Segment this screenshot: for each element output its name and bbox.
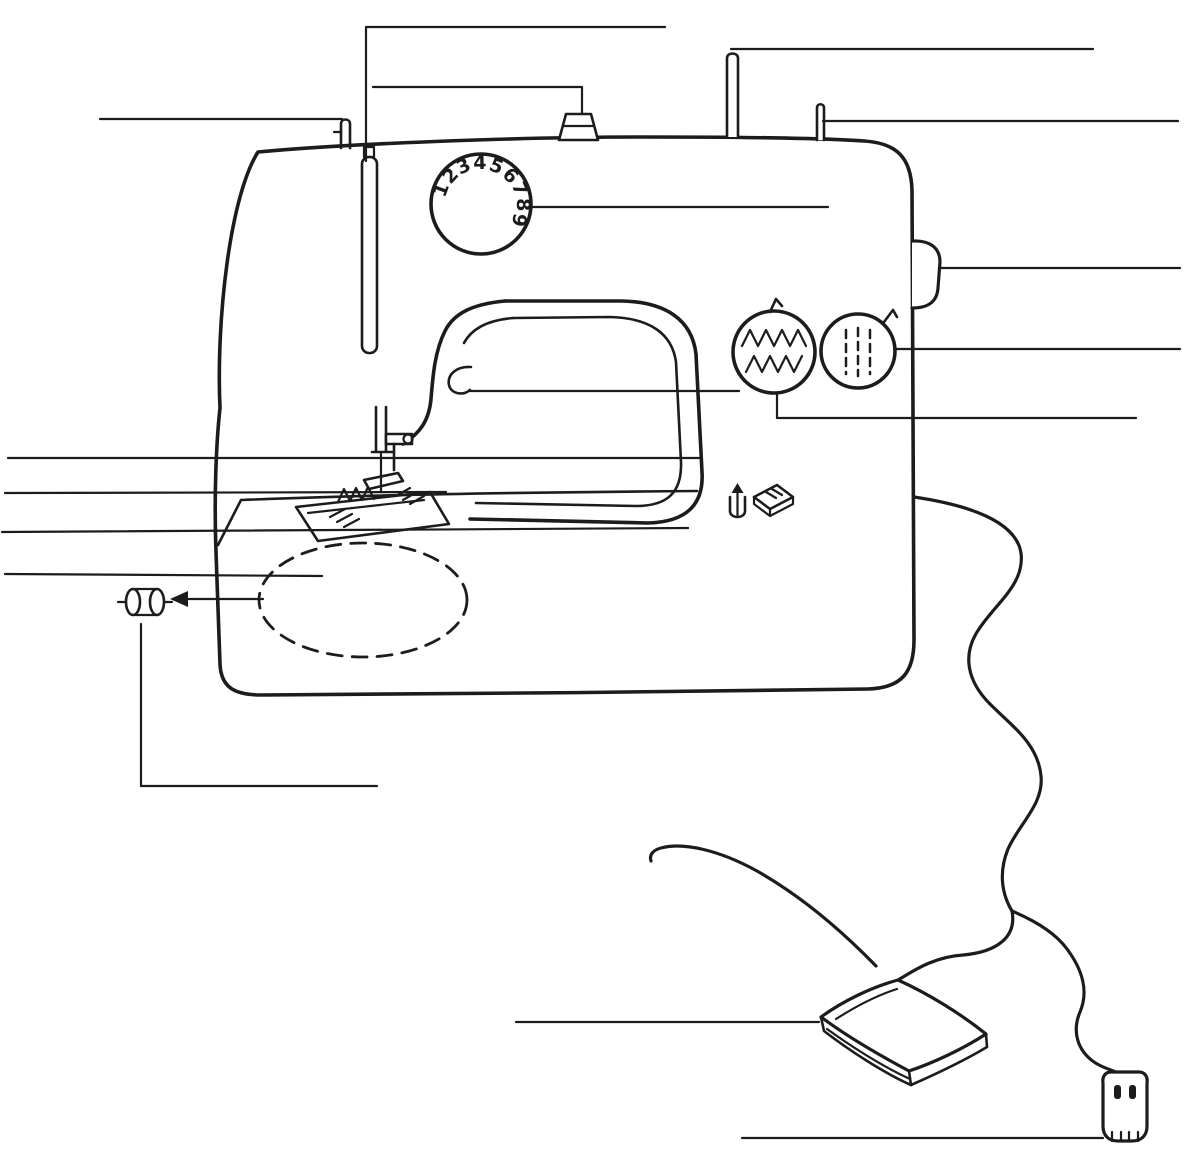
machine-base-edges — [216, 489, 699, 547]
callout-line-presser-foot — [3, 490, 448, 495]
reverse-lever-icon — [728, 483, 747, 519]
thread-slot — [360, 145, 379, 355]
callout-line-takeup — [364, 25, 667, 163]
hand-wheel — [910, 239, 942, 310]
thread-takeup-hook — [447, 365, 473, 395]
callout-line-slide-plate — [3, 572, 324, 578]
plug-slot-left — [1114, 1085, 1121, 1099]
pattern-selector-dial — [731, 297, 817, 395]
bobbin-icon — [116, 587, 174, 617]
bobbin-winder — [557, 112, 600, 142]
presser-foot — [362, 471, 405, 491]
callout-line-bobbin — [139, 622, 379, 788]
tension-dial: 1 2 3 4 5 6 7 8 9 — [429, 152, 534, 256]
bobbin-arrowhead — [170, 591, 188, 607]
tension-dial-numbers: 1 2 3 4 5 6 7 8 9 — [429, 152, 534, 229]
dial-number-8: 8 — [512, 198, 534, 212]
thread-guide — [332, 118, 352, 150]
dial-number-9: 9 — [507, 212, 531, 229]
callout-line-winder — [371, 85, 584, 115]
spool-pin — [725, 52, 740, 139]
power-plug — [1101, 1070, 1149, 1143]
foot-pedal — [819, 978, 989, 1087]
dial-number-4: 4 — [473, 152, 487, 174]
machine-body — [213, 135, 916, 697]
slide-plate-icon — [752, 483, 795, 518]
callout-line-pattern-dial — [775, 392, 1138, 420]
harp-opening — [401, 299, 704, 525]
power-cord — [648, 495, 1121, 1076]
plug-slot-right — [1129, 1085, 1136, 1099]
feed-zigzag-mark — [336, 485, 376, 504]
bobbin-winder-pin — [815, 102, 826, 142]
stitch-length-dial — [819, 308, 899, 390]
